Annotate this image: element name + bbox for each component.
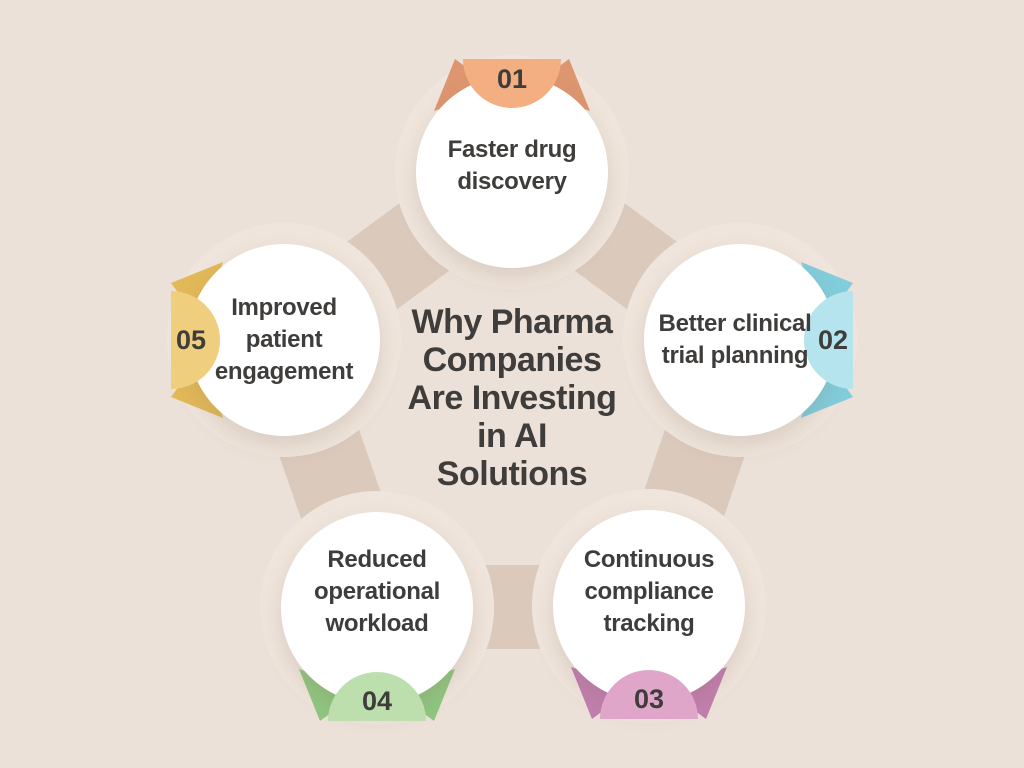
number-badge-icon <box>463 59 561 108</box>
node-number: 01 <box>496 64 528 94</box>
ribbon-fold-icon <box>299 669 455 721</box>
node-label-line: workload <box>325 610 429 637</box>
diagram-title-line: Companies <box>422 341 602 379</box>
node-label: Better clinical trial planning <box>635 308 835 372</box>
node-continuous-compliance-tracking: 03 Continuous compliance tracking <box>499 456 799 756</box>
node-label-line: trial planning <box>661 342 809 369</box>
diagram-title-line: Are Investing <box>407 379 617 417</box>
node-faster-drug-discovery: 01 Faster drug discovery <box>362 22 662 322</box>
node-label: Improved patient engagement <box>184 292 384 388</box>
node-label-line: discovery <box>457 168 567 195</box>
diagram-title-line: Solutions <box>436 455 588 493</box>
node-label: Faster drug discovery <box>412 134 612 198</box>
node-reduced-operational-workload: 04 Reduced operational workload <box>227 458 527 758</box>
ribbon-fold-icon <box>571 667 727 719</box>
node-label-line: operational <box>313 578 441 605</box>
node-number: 03 <box>633 684 665 714</box>
node-label-line: Reduced <box>327 546 427 573</box>
node-label: Continuous compliance tracking <box>549 544 749 640</box>
node-better-clinical-trial-planning: 02 Better clinical trial planning <box>590 190 890 490</box>
number-badge-icon <box>171 291 220 389</box>
node-number: 04 <box>361 686 393 716</box>
node-label-line: Better clinical <box>658 310 812 337</box>
node-improved-patient-engagement: 05 Improved patient engagement <box>134 190 434 490</box>
diagram-title-line: Why Pharma <box>411 303 613 341</box>
node-label-line: compliance <box>584 578 714 605</box>
node-label-line: Improved <box>231 294 337 321</box>
number-badge-icon <box>804 291 853 389</box>
node-number: 02 <box>817 325 849 355</box>
node-label: Reduced operational workload <box>277 544 477 640</box>
node-label-line: Faster drug <box>447 136 577 163</box>
node-label-line: Continuous <box>583 546 715 573</box>
number-badge-icon <box>600 670 698 719</box>
node-number: 05 <box>175 325 207 355</box>
node-label-line: engagement <box>214 358 354 385</box>
ribbon-fold-icon <box>801 262 853 418</box>
number-badge-icon <box>328 672 426 721</box>
node-label-line: tracking <box>603 610 695 637</box>
node-label-line: patient <box>245 326 323 353</box>
diagram-title: Why Pharma Companies Are Investing in AI… <box>362 303 662 493</box>
diagram-title-line: in AI <box>477 417 547 455</box>
